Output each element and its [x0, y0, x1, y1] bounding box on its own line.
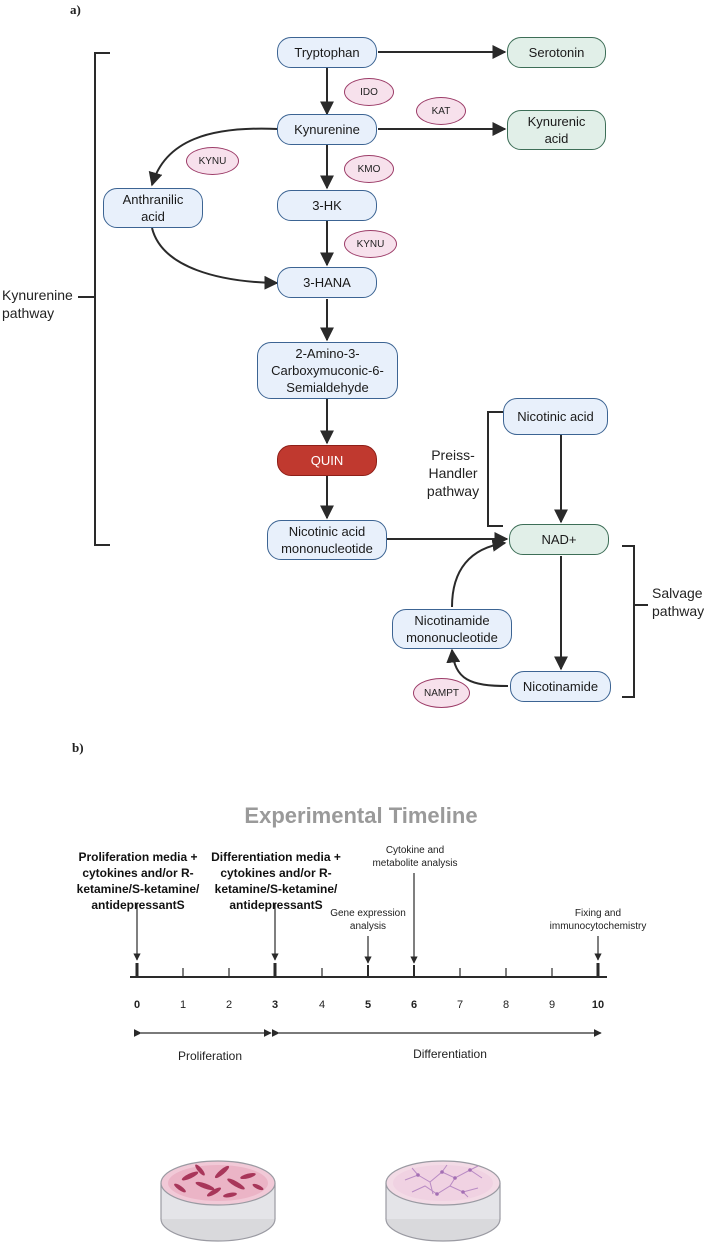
differentiation-label: Differentiation [413, 1047, 487, 1061]
tick-label-10: 10 [591, 999, 605, 1011]
tick-label-0: 0 [133, 999, 141, 1011]
node-anthranilic-acid: Anthranilic acid [103, 188, 203, 228]
arrow-kynurenine-anthranilic [148, 127, 279, 187]
tick-label-7: 7 [456, 999, 464, 1011]
salvage-pathway-label: Salvage pathway [652, 585, 705, 619]
node-serotonin: Serotonin [507, 37, 606, 68]
arrow-nmn-nad [451, 537, 507, 608]
enzyme-kynu-2: KYNU [344, 230, 397, 258]
node-kynurenine: Kynurenine [277, 114, 377, 145]
enzyme-kynu-1: KYNU [186, 147, 239, 175]
fixing-label: Fixing and immunocytochemistry [549, 908, 647, 932]
timeline-title: Experimental Timeline [244, 803, 478, 828]
tick-label-6: 6 [410, 999, 418, 1011]
enzyme-ido: IDO [344, 78, 394, 106]
node-quin: QUIN [277, 445, 377, 476]
enzyme-kat: KAT [416, 97, 466, 125]
node-tryptophan: Tryptophan [277, 37, 377, 68]
node-3hk: 3-HK [277, 190, 377, 221]
proliferation-dish-icon [160, 1160, 276, 1242]
preiss-handler-bracket [487, 411, 503, 527]
tick-label-2: 2 [225, 999, 233, 1011]
salvage-bracket [622, 545, 635, 698]
preiss-handler-pathway-label: Preiss-Handler pathway [426, 447, 480, 499]
tick-label-8: 8 [502, 999, 510, 1011]
enzyme-nampt: NAMPT [413, 678, 470, 708]
node-nad: NAD+ [509, 524, 609, 555]
kynurenine-pathway-label: Kynurenine pathway [2, 287, 73, 321]
node-3hana: 3-HANA [277, 267, 377, 298]
cytokine-analysis-label: Cytokine and metabolite analysis [372, 845, 458, 869]
node-kynurenic-acid: Kynurenic acid [507, 110, 606, 150]
differentiation-media-label: Differentiation media + cytokines and/or… [211, 850, 341, 912]
node-nicotinic-acid-mononucleotide: Nicotinic acid mononucleotide [267, 520, 387, 560]
panel-b-label: b) [72, 740, 84, 755]
enzyme-kmo: KMO [344, 155, 394, 183]
node-nicotinamide: Nicotinamide [510, 671, 611, 702]
tick-label-4: 4 [318, 999, 326, 1011]
differentiation-dish-icon [385, 1160, 501, 1242]
proliferation-label: Proliferation [177, 1049, 243, 1063]
tick-label-5: 5 [364, 999, 372, 1011]
arrow-anthranilic-3hana [151, 227, 279, 290]
gene-expression-label: Gene expression analysis [330, 908, 406, 932]
kynurenine-bracket [94, 52, 110, 546]
tick-label-3: 3 [271, 999, 279, 1011]
proliferation-media-label: Proliferation media + cytokines and/or R… [76, 850, 200, 912]
node-acms: 2-Amino-3-Carboxymuconic-6-Semialdehyde [257, 342, 398, 399]
arrow-nicotinamide-nmn [446, 648, 509, 687]
node-nicotinamide-mononucleotide: Nicotinamide mononucleotide [392, 609, 512, 649]
tick-label-9: 9 [548, 999, 556, 1011]
tick-label-1: 1 [179, 999, 187, 1011]
panel-a-label: a) [70, 2, 81, 17]
node-nicotinic-acid: Nicotinic acid [503, 398, 608, 435]
